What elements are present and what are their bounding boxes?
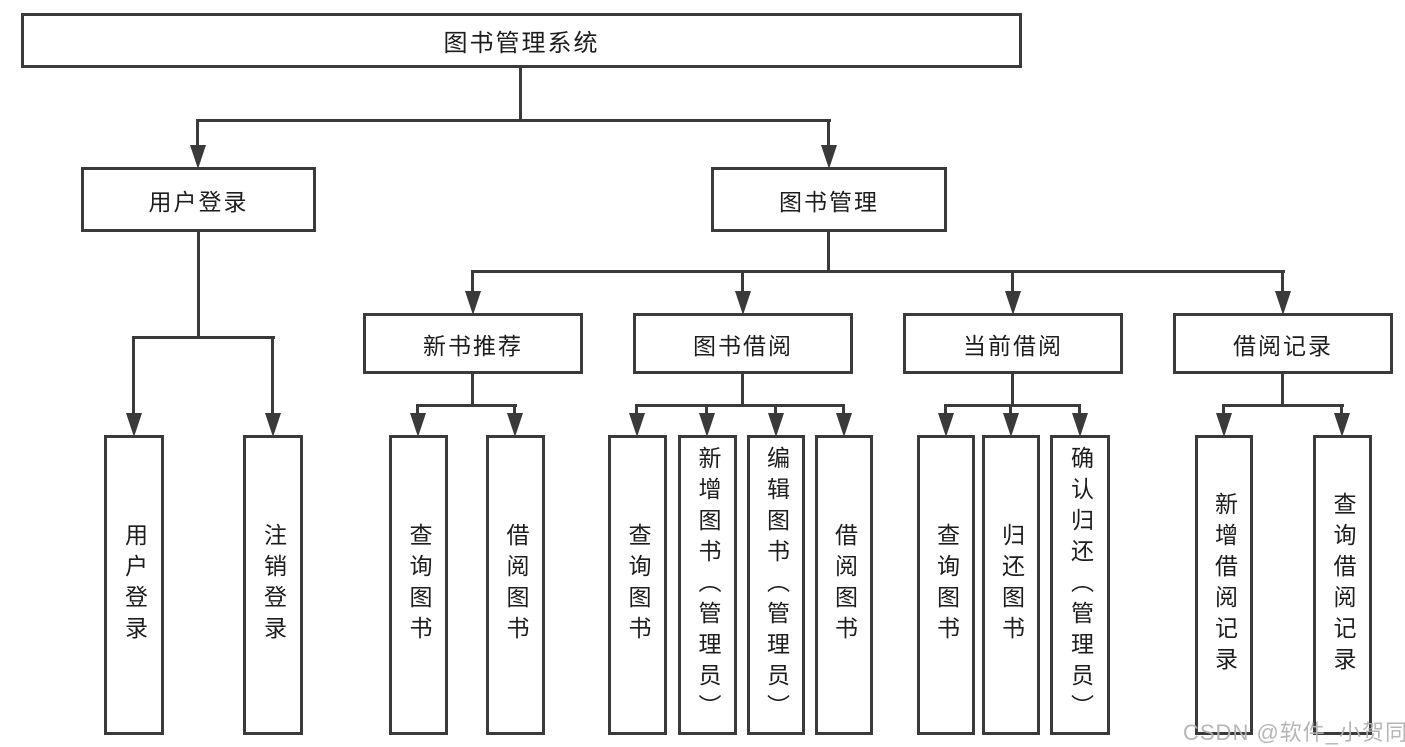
node-borrow-records-label: 借阅记录 [1233,332,1333,359]
leaf-bb-borrow-book: 借阅图书 [815,435,873,735]
arrow-bb-borrow-book [836,404,852,437]
node-book-management: 图书管理 [711,167,947,232]
connector-book-borrow-stem [741,372,744,406]
arrowhead-icon [629,413,645,437]
connector-current-borrow-bus [945,404,1081,407]
leaf-bb-query-book-label: 查询图书 [625,523,651,647]
arrow-to-book-borrow [735,270,751,315]
leaf-cb-query-book: 查询图书 [917,435,975,735]
arrow-cb-confirm-return [1072,404,1088,437]
leaf-bb-add-book-admin-label: 新增图书（管理员） [695,445,721,725]
connector-new-book-recommend-bus [417,404,517,407]
arrow-to-logout-leaf [265,336,281,437]
arrow-to-new-book-recommend [465,270,481,315]
node-book-borrow-label: 图书借阅 [693,332,793,359]
arrowhead-icon [507,413,523,437]
node-user-login: 用户登录 [81,167,316,232]
node-root-library-system: 图书管理系统 [21,13,1022,68]
arrowhead-icon [190,145,206,169]
arrowhead-icon [1275,291,1291,315]
leaf-cb-confirm-return-admin: 确认归还（管理员） [1050,435,1110,735]
leaf-logout: 注销登录 [243,435,303,735]
connector-borrow-records-stem [1281,372,1284,406]
arrow-to-user-login-leaf [126,336,142,437]
node-current-borrow-label: 当前借阅 [963,332,1063,359]
connector-new-book-recommend-stem [471,372,474,406]
node-borrow-records: 借阅记录 [1173,313,1393,374]
leaf-br-add-record: 新增借阅记录 [1195,435,1253,735]
arrowhead-icon [699,413,715,437]
leaf-br-query-record-label: 查询借阅记录 [1330,492,1356,678]
node-current-borrow: 当前借阅 [903,313,1123,374]
node-new-book-recommend: 新书推荐 [363,313,583,374]
leaf-bb-query-book: 查询图书 [608,435,667,735]
arrow-cb-query-book [938,404,954,437]
arrowhead-icon [836,413,852,437]
connector-root-stem [519,66,522,121]
arrowhead-icon [1005,291,1021,315]
leaf-cb-confirm-return-admin-label: 确认归还（管理员） [1067,445,1094,725]
connector-book-management-bus [471,270,1285,273]
leaf-nbr-query-book-label: 查询图书 [406,523,432,647]
arrowhead-icon [126,413,142,437]
leaf-nbr-query-book: 查询图书 [389,435,448,735]
node-book-borrow: 图书借阅 [633,313,853,374]
arrow-br-query-record [1334,404,1350,437]
arrowhead-icon [465,291,481,315]
leaf-br-query-record: 查询借阅记录 [1313,435,1372,735]
leaf-bb-edit-book-admin: 编辑图书（管理员） [747,435,805,735]
arrowhead-icon [1216,413,1232,437]
arrowhead-icon [410,413,426,437]
leaf-nbr-borrow-book: 借阅图书 [486,435,545,735]
arrow-bb-query-book [629,404,645,437]
arrowhead-icon [265,413,281,437]
leaf-cb-return-book-label: 归还图书 [998,523,1025,647]
leaf-user-login: 用户登录 [104,435,164,735]
connector-borrow-records-bus [1223,404,1344,407]
arrowhead-icon [1003,413,1019,437]
arrow-bb-edit-book [768,404,784,437]
leaf-bb-borrow-book-label: 借阅图书 [831,523,858,647]
arrow-bb-add-book [699,404,715,437]
csdn-watermark: CSDN @软件_小贺同学 [1183,720,1405,745]
node-book-management-label: 图书管理 [779,188,879,215]
arrow-cb-return-book [1003,404,1019,437]
leaf-user-login-label: 用户登录 [121,523,148,647]
arrowhead-icon [735,291,751,315]
arrow-to-current-borrow [1005,270,1021,315]
arrow-nbr-query-book [410,404,426,437]
leaf-logout-label: 注销登录 [260,523,287,647]
connector-book-borrow-bus [636,404,845,407]
node-user-login-label: 用户登录 [148,188,249,215]
arrow-to-user-login [190,119,206,169]
leaf-nbr-borrow-book-label: 借阅图书 [503,523,529,647]
arrowhead-icon [938,413,954,437]
leaf-cb-return-book: 归还图书 [982,435,1040,735]
node-new-book-recommend-label: 新书推荐 [423,332,523,359]
leaf-bb-edit-book-admin-label: 编辑图书（管理员） [763,445,790,725]
node-root-label: 图书管理系统 [443,30,600,57]
arrow-br-add-record [1216,404,1232,437]
connector-book-management-stem [827,230,830,272]
connector-root-bus [197,119,831,122]
leaf-bb-add-book-admin: 新增图书（管理员） [678,435,737,735]
arrowhead-icon [1334,413,1350,437]
arrow-to-book-management [821,119,837,169]
arrowhead-icon [821,145,837,169]
arrow-nbr-borrow-book [507,404,523,437]
arrow-to-borrow-records [1275,270,1291,315]
connector-current-borrow-stem [1011,372,1014,406]
arrowhead-icon [1072,413,1088,437]
connector-user-login-bus [132,336,275,339]
leaf-br-add-record-label: 新增借阅记录 [1211,492,1238,678]
connector-user-login-stem [197,230,200,338]
leaf-cb-query-book-label: 查询图书 [933,523,960,647]
arrowhead-icon [768,413,784,437]
